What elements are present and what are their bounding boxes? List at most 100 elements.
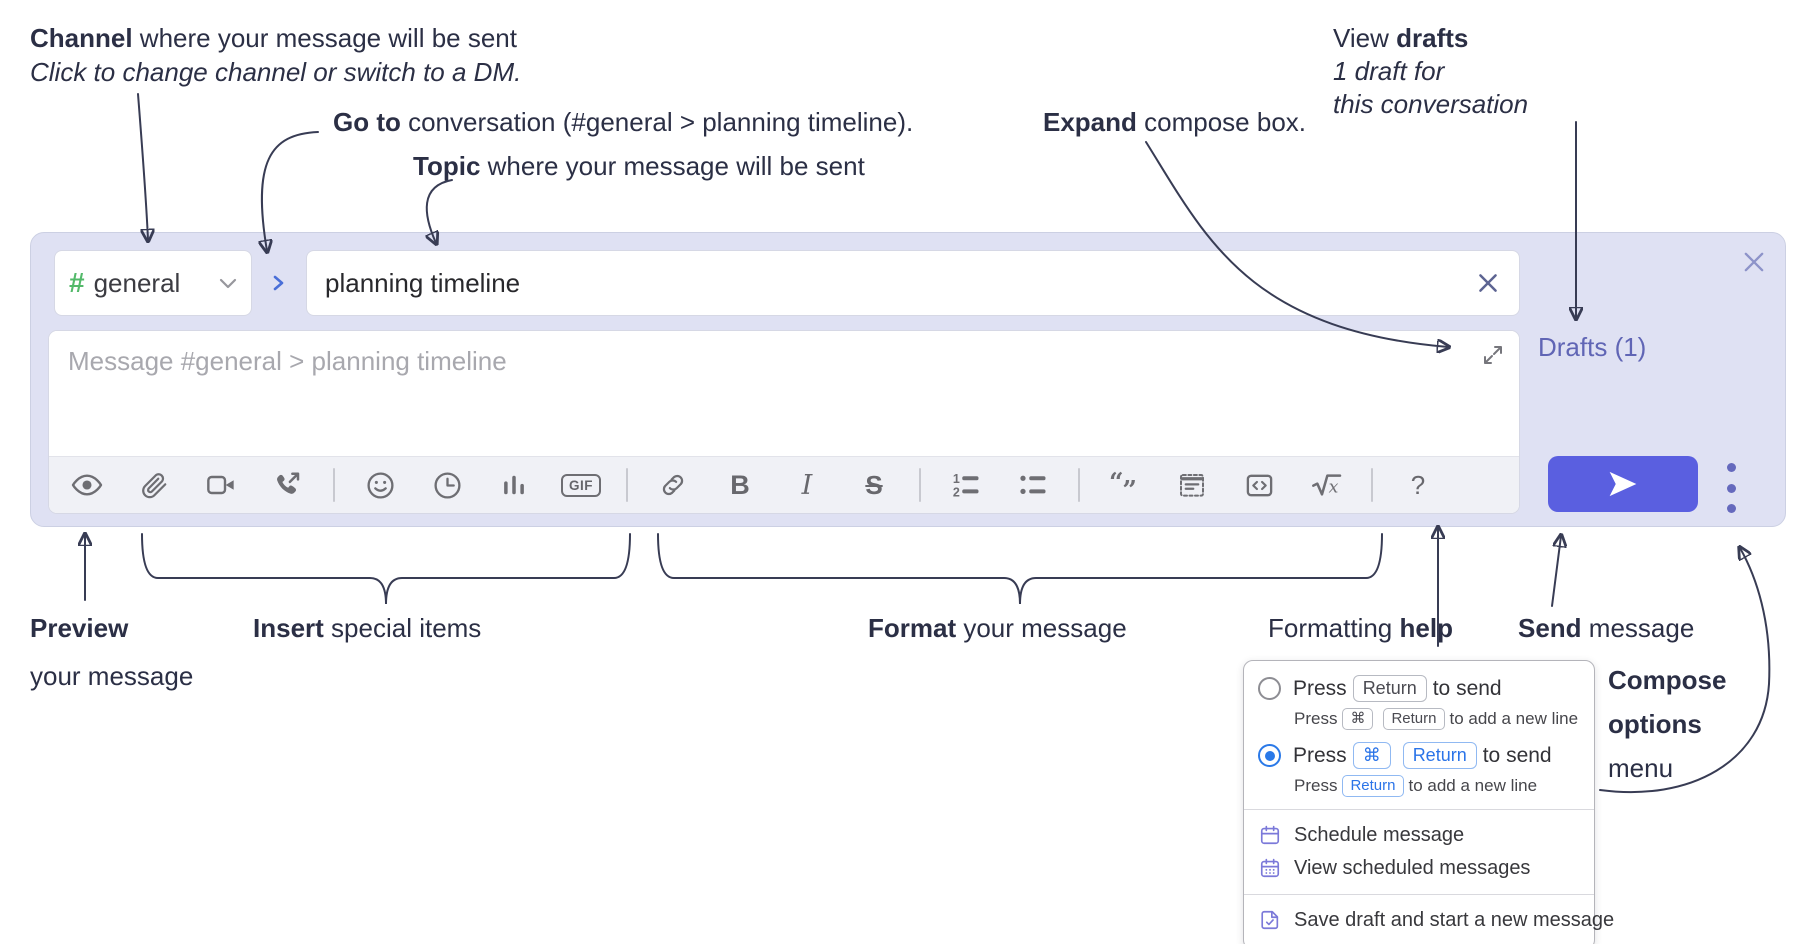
- message-formatting-help-button[interactable]: ?: [1396, 463, 1440, 507]
- annotation-insert-rest: special items: [323, 613, 482, 643]
- calendar-icon: [1260, 826, 1280, 845]
- menu-item-save-draft[interactable]: Save draft and start a new message: [1244, 904, 1614, 937]
- expand-compose-button[interactable]: [1477, 339, 1509, 371]
- emoji-button[interactable]: [358, 463, 402, 507]
- clear-topic-button[interactable]: [1471, 266, 1505, 300]
- radio-unselected-icon[interactable]: [1258, 677, 1281, 701]
- code-button[interactable]: [1237, 463, 1281, 507]
- send-icon: [1609, 471, 1637, 497]
- quote-button[interactable]: “”: [1103, 463, 1147, 507]
- code-icon: [1246, 474, 1272, 496]
- chevron-down-icon: [219, 278, 237, 289]
- channel-arrow: [137, 93, 148, 240]
- press-label: Press: [1294, 776, 1338, 796]
- send-option-enter-subtext: Press ⌘ Return to add a new line: [1244, 705, 1594, 733]
- message-textarea[interactable]: [49, 331, 1519, 457]
- annotation-drafts-line2: 1 draft for: [1333, 56, 1445, 86]
- attach-file-button[interactable]: [132, 463, 176, 507]
- menu-item-schedule-message[interactable]: Schedule message: [1244, 819, 1594, 852]
- bold-button[interactable]: B: [718, 463, 762, 507]
- annotation-channel: Channel where your message will be sent: [30, 22, 517, 55]
- topic-input-wrap: [306, 250, 1520, 316]
- bold-icon: B: [730, 469, 750, 500]
- send-arrow: [1551, 536, 1561, 607]
- annotation-expand-rest: compose box.: [1136, 107, 1307, 137]
- annotation-goto-rest: conversation (#general > planning timeli…: [400, 107, 914, 137]
- menu-item-view-scheduled[interactable]: View scheduled messages: [1244, 852, 1594, 885]
- phone-call-icon: [277, 472, 300, 494]
- schedule-message-label: Schedule message: [1294, 823, 1465, 846]
- annotation-compose-options-line2: options: [1608, 708, 1702, 741]
- annotation-preview-line2: your message: [30, 661, 194, 691]
- to-send-label: to send: [1432, 676, 1502, 700]
- return-keycap: Return: [1342, 775, 1404, 797]
- annotation-send-rest: message: [1581, 613, 1695, 643]
- channel-selector[interactable]: # general: [54, 250, 252, 316]
- svg-text:”: ”: [1122, 474, 1137, 501]
- annotation-format-bold: Format: [868, 613, 957, 643]
- message-area: GIF B I S 12 “” x ?: [48, 330, 1520, 514]
- annotation-send-bold: Send: [1518, 613, 1582, 643]
- annotation-drafts: View drafts: [1333, 22, 1468, 55]
- annotation-channel-sub: Click to change channel or switch to a D…: [30, 57, 522, 87]
- gif-button[interactable]: GIF: [559, 463, 603, 507]
- annotation-channel-bold: Channel: [30, 23, 133, 53]
- press-label: Press: [1294, 709, 1338, 729]
- toolbar-divider: [1371, 468, 1373, 502]
- clock-icon: [433, 471, 461, 499]
- return-keycap: Return: [1402, 741, 1477, 770]
- cmd-keycap: ⌘: [1352, 741, 1391, 770]
- bulleted-list-button[interactable]: [1011, 463, 1055, 507]
- go-to-conversation-button[interactable]: [258, 263, 298, 303]
- toolbar-divider: [919, 468, 921, 502]
- poll-button[interactable]: [492, 463, 536, 507]
- close-compose-button[interactable]: [1736, 244, 1772, 280]
- link-button[interactable]: [651, 463, 695, 507]
- compose-options-menu-button[interactable]: [1722, 461, 1740, 515]
- audio-call-button[interactable]: [266, 463, 310, 507]
- smiley-icon: [366, 471, 394, 499]
- svg-text:1: 1: [953, 472, 960, 486]
- annotation-compose-bold2: options: [1608, 709, 1702, 739]
- menu-divider: [1244, 808, 1594, 810]
- video-call-button[interactable]: [199, 463, 243, 507]
- preview-button[interactable]: [65, 463, 109, 507]
- send-button[interactable]: [1548, 456, 1698, 512]
- svg-text:“: “: [1109, 469, 1124, 496]
- italic-button[interactable]: I: [785, 463, 829, 507]
- drafts-link[interactable]: Drafts (1): [1538, 332, 1647, 362]
- annotation-drafts-pre: View: [1333, 23, 1397, 53]
- math-button[interactable]: x: [1304, 463, 1348, 507]
- annotation-format-rest: your message: [956, 613, 1127, 643]
- strikethrough-icon: S: [865, 469, 883, 500]
- annotation-topic: Topic where your message will be sent: [413, 150, 865, 183]
- radio-selected-icon[interactable]: [1258, 744, 1281, 768]
- topic-input[interactable]: [307, 267, 1471, 299]
- paperclip-icon: [142, 473, 167, 499]
- insert-brace: [141, 533, 631, 605]
- time-mention-button[interactable]: [425, 463, 469, 507]
- annotation-preview-bold: Preview: [30, 613, 129, 643]
- link-icon: [662, 474, 684, 496]
- menu-divider: [1244, 893, 1594, 895]
- annotation-drafts-bold: drafts: [1396, 23, 1469, 53]
- channel-name: general: [93, 267, 181, 298]
- press-label: Press: [1293, 676, 1347, 700]
- press-label: Press: [1293, 743, 1347, 767]
- cmd-keycap: ⌘: [1342, 708, 1374, 730]
- strikethrough-button[interactable]: S: [852, 463, 896, 507]
- annotation-insert-bold: Insert: [253, 613, 324, 643]
- annotation-topic-rest: where your message will be sent: [480, 151, 865, 181]
- send-option-enter[interactable]: Press Return to send: [1244, 672, 1594, 705]
- annotation-send: Send message: [1518, 612, 1694, 645]
- toolbar-divider: [333, 468, 335, 502]
- bar-chart-icon: [504, 475, 524, 495]
- document-check-icon: [1261, 911, 1279, 930]
- send-option-cmd-enter[interactable]: Press ⌘ Return to send: [1244, 739, 1594, 772]
- send-option-cmd-enter-subtext: Press Return to add a new line: [1244, 772, 1594, 800]
- annotation-help-pre: Formatting: [1268, 613, 1400, 643]
- numbered-list-icon: 12: [953, 472, 979, 499]
- spoiler-button[interactable]: [1170, 463, 1214, 507]
